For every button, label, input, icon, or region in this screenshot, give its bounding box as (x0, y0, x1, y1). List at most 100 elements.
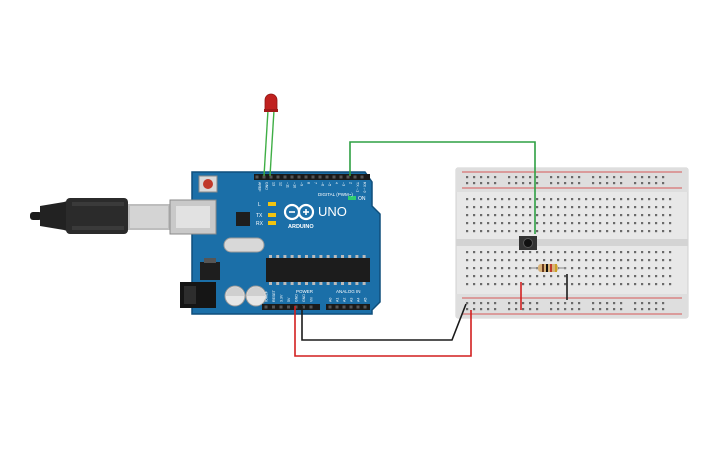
rail-hole[interactable] (578, 308, 581, 311)
breadboard-hole[interactable] (522, 198, 525, 201)
breadboard-hole[interactable] (585, 222, 588, 225)
breadboard-hole[interactable] (466, 206, 469, 209)
breadboard-hole[interactable] (648, 275, 651, 278)
breadboard-hole[interactable] (473, 259, 476, 262)
breadboard-hole[interactable] (578, 222, 581, 225)
breadboard-hole[interactable] (564, 222, 567, 225)
breadboard-hole[interactable] (627, 222, 630, 225)
header-hole[interactable] (255, 175, 259, 179)
breadboard-hole[interactable] (543, 275, 546, 278)
breadboard-hole[interactable] (494, 275, 497, 278)
breadboard-hole[interactable] (606, 259, 609, 262)
breadboard-hole[interactable] (592, 222, 595, 225)
breadboard-hole[interactable] (529, 275, 532, 278)
rail-hole[interactable] (655, 302, 658, 305)
rail-hole[interactable] (592, 182, 595, 185)
rail-hole[interactable] (515, 302, 518, 305)
breadboard-hole[interactable] (613, 251, 616, 254)
breadboard-hole[interactable] (606, 206, 609, 209)
breadboard-hole[interactable] (641, 251, 644, 254)
breadboard-hole[interactable] (627, 275, 630, 278)
header-hole[interactable] (318, 175, 322, 179)
breadboard-hole[interactable] (578, 283, 581, 286)
breadboard-hole[interactable] (571, 259, 574, 262)
header-hole[interactable] (294, 305, 298, 309)
breadboard-hole[interactable] (487, 283, 490, 286)
header-hole[interactable] (328, 305, 332, 309)
rail-hole[interactable] (557, 176, 560, 179)
red-led[interactable] (263, 93, 278, 177)
breadboard-hole[interactable] (578, 267, 581, 270)
rail-hole[interactable] (515, 176, 518, 179)
breadboard-hole[interactable] (473, 275, 476, 278)
breadboard-hole[interactable] (466, 259, 469, 262)
breadboard-hole[interactable] (480, 259, 483, 262)
rail-hole[interactable] (620, 182, 623, 185)
breadboard-hole[interactable] (599, 275, 602, 278)
breadboard-hole[interactable] (648, 214, 651, 217)
breadboard-hole[interactable] (536, 251, 539, 254)
breadboard-hole[interactable] (627, 230, 630, 233)
header-hole[interactable] (325, 175, 329, 179)
breadboard-hole[interactable] (648, 259, 651, 262)
breadboard-hole[interactable] (466, 198, 469, 201)
breadboard-hole[interactable] (480, 214, 483, 217)
breadboard-hole[interactable] (536, 222, 539, 225)
breadboard-hole[interactable] (536, 275, 539, 278)
breadboard-hole[interactable] (529, 206, 532, 209)
breadboard-hole[interactable] (648, 251, 651, 254)
rail-hole[interactable] (466, 176, 469, 179)
rail-hole[interactable] (473, 182, 476, 185)
breadboard-hole[interactable] (515, 251, 518, 254)
breadboard-hole[interactable] (473, 214, 476, 217)
breadboard-hole[interactable] (515, 230, 518, 233)
breadboard-hole[interactable] (627, 214, 630, 217)
breadboard-hole[interactable] (669, 283, 672, 286)
breadboard-hole[interactable] (648, 283, 651, 286)
rail-hole[interactable] (578, 302, 581, 305)
breadboard-hole[interactable] (515, 198, 518, 201)
breadboard-hole[interactable] (599, 283, 602, 286)
rail-hole[interactable] (599, 308, 602, 311)
breadboard-hole[interactable] (592, 283, 595, 286)
header-hole[interactable] (335, 305, 339, 309)
breadboard-hole[interactable] (466, 267, 469, 270)
rail-hole[interactable] (606, 176, 609, 179)
breadboard-hole[interactable] (522, 275, 525, 278)
breadboard-hole[interactable] (480, 222, 483, 225)
breadboard-hole[interactable] (508, 267, 511, 270)
breadboard-hole[interactable] (473, 230, 476, 233)
rail-hole[interactable] (557, 302, 560, 305)
breadboard-hole[interactable] (466, 283, 469, 286)
breadboard-hole[interactable] (592, 206, 595, 209)
push-button[interactable] (519, 236, 537, 250)
rail-hole[interactable] (641, 302, 644, 305)
breadboard-hole[interactable] (550, 214, 553, 217)
rail-hole[interactable] (515, 182, 518, 185)
breadboard-hole[interactable] (473, 206, 476, 209)
rail-hole[interactable] (606, 302, 609, 305)
breadboard-hole[interactable] (578, 230, 581, 233)
breadboard-hole[interactable] (466, 214, 469, 217)
breadboard-hole[interactable] (613, 222, 616, 225)
breadboard-hole[interactable] (557, 222, 560, 225)
breadboard-hole[interactable] (592, 251, 595, 254)
rail-hole[interactable] (522, 302, 525, 305)
breadboard-hole[interactable] (655, 275, 658, 278)
breadboard[interactable] (455, 167, 689, 319)
breadboard-hole[interactable] (522, 230, 525, 233)
header-hole[interactable] (279, 305, 283, 309)
breadboard-hole[interactable] (550, 206, 553, 209)
breadboard-hole[interactable] (655, 230, 658, 233)
breadboard-hole[interactable] (501, 214, 504, 217)
breadboard-hole[interactable] (550, 222, 553, 225)
breadboard-hole[interactable] (585, 206, 588, 209)
breadboard-hole[interactable] (578, 206, 581, 209)
breadboard-hole[interactable] (557, 259, 560, 262)
breadboard-hole[interactable] (578, 214, 581, 217)
breadboard-hole[interactable] (585, 275, 588, 278)
breadboard-hole[interactable] (634, 267, 637, 270)
breadboard-hole[interactable] (522, 251, 525, 254)
breadboard-hole[interactable] (606, 198, 609, 201)
breadboard-hole[interactable] (655, 283, 658, 286)
